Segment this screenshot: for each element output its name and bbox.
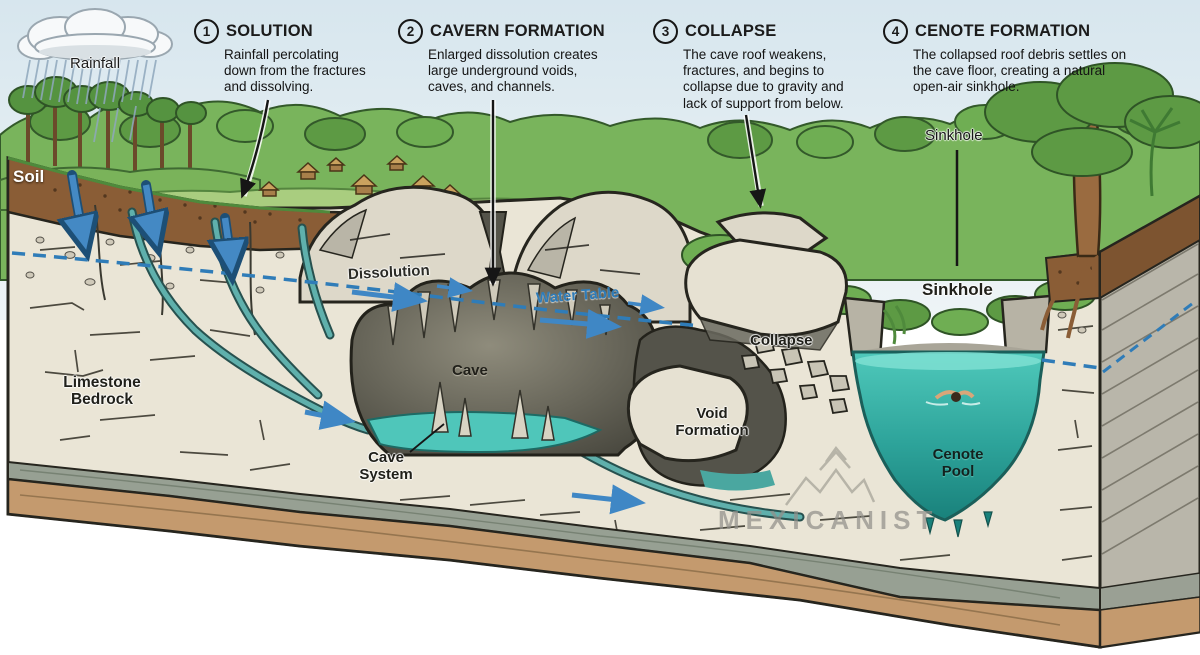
step-1-title: SOLUTION bbox=[226, 22, 313, 40]
rain-streaks bbox=[22, 59, 157, 143]
label-collapse: Collapse bbox=[750, 332, 813, 349]
side-face bbox=[1098, 194, 1200, 649]
strata-bands bbox=[6, 460, 1102, 649]
label-void-formation: Void Formation bbox=[675, 405, 749, 439]
flow-arrows bbox=[304, 277, 665, 515]
step-4-number-badge: 4 bbox=[883, 19, 908, 44]
step-2-number-badge: 2 bbox=[398, 19, 423, 44]
step-3-description: The cave roof weakens, fractures, and be… bbox=[683, 47, 844, 111]
step-3-title: COLLAPSE bbox=[685, 22, 777, 40]
step-4-description: The collapsed roof debris settles on the… bbox=[913, 47, 1127, 95]
cave-pool bbox=[366, 410, 603, 454]
percolation-arrows bbox=[72, 170, 231, 264]
label-rainfall: Rainfall bbox=[70, 55, 121, 72]
step-1-description: Rainfall percolating down from the fract… bbox=[224, 47, 366, 95]
rain-cloud-icon bbox=[17, 8, 173, 143]
leader-arrows bbox=[240, 99, 959, 453]
step-2-description: Enlarged dissolution creates large under… bbox=[428, 47, 598, 95]
step-3: 3 COLLAPSE The cave roof weakens, fractu… bbox=[653, 19, 855, 112]
step-1: 1 SOLUTION Rainfall percolating down fro… bbox=[194, 19, 374, 96]
cenote-pool-water bbox=[851, 350, 1046, 522]
label-sinkhole-upper: Sinkhole bbox=[925, 127, 983, 144]
label-cave-system: Cave System bbox=[359, 449, 413, 483]
label-soil: Soil bbox=[13, 167, 45, 186]
cave bbox=[349, 271, 662, 457]
label-cenote-pool: Cenote Pool bbox=[932, 446, 984, 480]
step-3-number-badge: 3 bbox=[653, 19, 678, 44]
label-sinkhole-lower: Sinkhole bbox=[922, 280, 993, 299]
cenote bbox=[843, 294, 1052, 538]
swimmer bbox=[925, 390, 981, 406]
step-2-title: CAVERN FORMATION bbox=[430, 22, 605, 40]
watermark-logo-icon bbox=[784, 445, 876, 506]
step-4: 4 CENOTE FORMATION The collapsed roof de… bbox=[883, 19, 1135, 96]
step-4-title: CENOTE FORMATION bbox=[915, 22, 1091, 40]
stalagmites bbox=[431, 381, 555, 441]
label-limestone-bedrock: Limestone Bedrock bbox=[63, 374, 141, 409]
step-2: 2 CAVERN FORMATION Enlarged dissolution … bbox=[398, 19, 606, 96]
watermark-text: MEXICANIST bbox=[718, 505, 939, 535]
step-1-number-badge: 1 bbox=[194, 19, 219, 44]
label-cave: Cave bbox=[452, 362, 488, 379]
collapse-debris bbox=[626, 211, 851, 463]
cave-system-leader-line bbox=[409, 423, 445, 453]
